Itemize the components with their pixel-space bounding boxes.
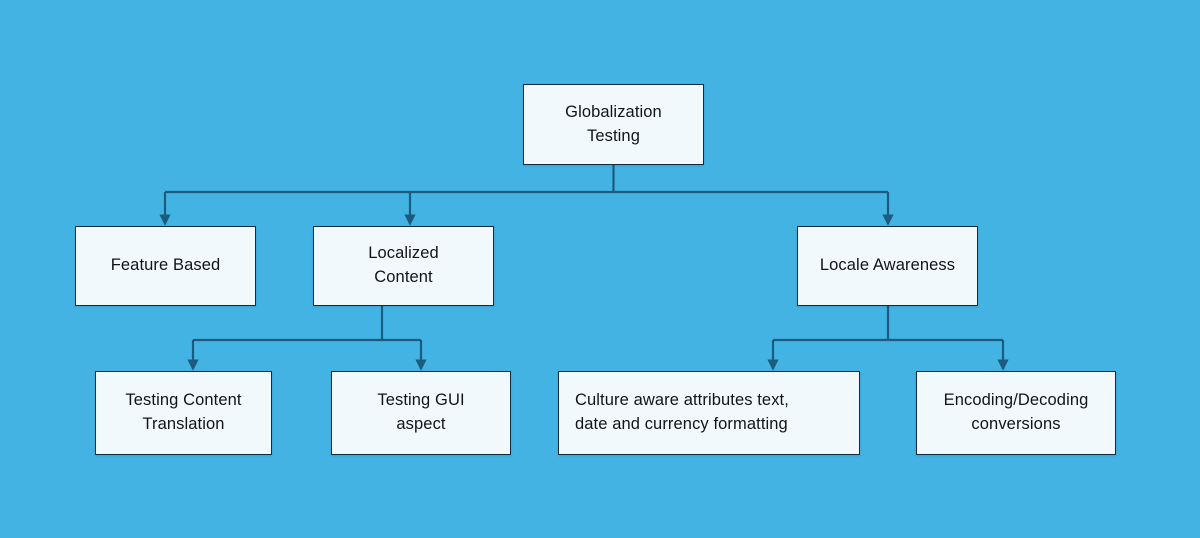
- node-testing-gui-aspect[interactable]: Testing GUI aspect: [331, 371, 511, 455]
- node-culture-aware-attributes[interactable]: Culture aware attributes text, date and …: [558, 371, 860, 455]
- node-feature-based[interactable]: Feature Based: [75, 226, 256, 306]
- node-testing-content-translation[interactable]: Testing Content Translation: [95, 371, 272, 455]
- node-localized-content[interactable]: Localized Content: [313, 226, 494, 306]
- node-locale-awareness[interactable]: Locale Awareness: [797, 226, 978, 306]
- node-globalization-testing[interactable]: Globalization Testing: [523, 84, 704, 165]
- node-encoding-decoding-conversions[interactable]: Encoding/Decoding conversions: [916, 371, 1116, 455]
